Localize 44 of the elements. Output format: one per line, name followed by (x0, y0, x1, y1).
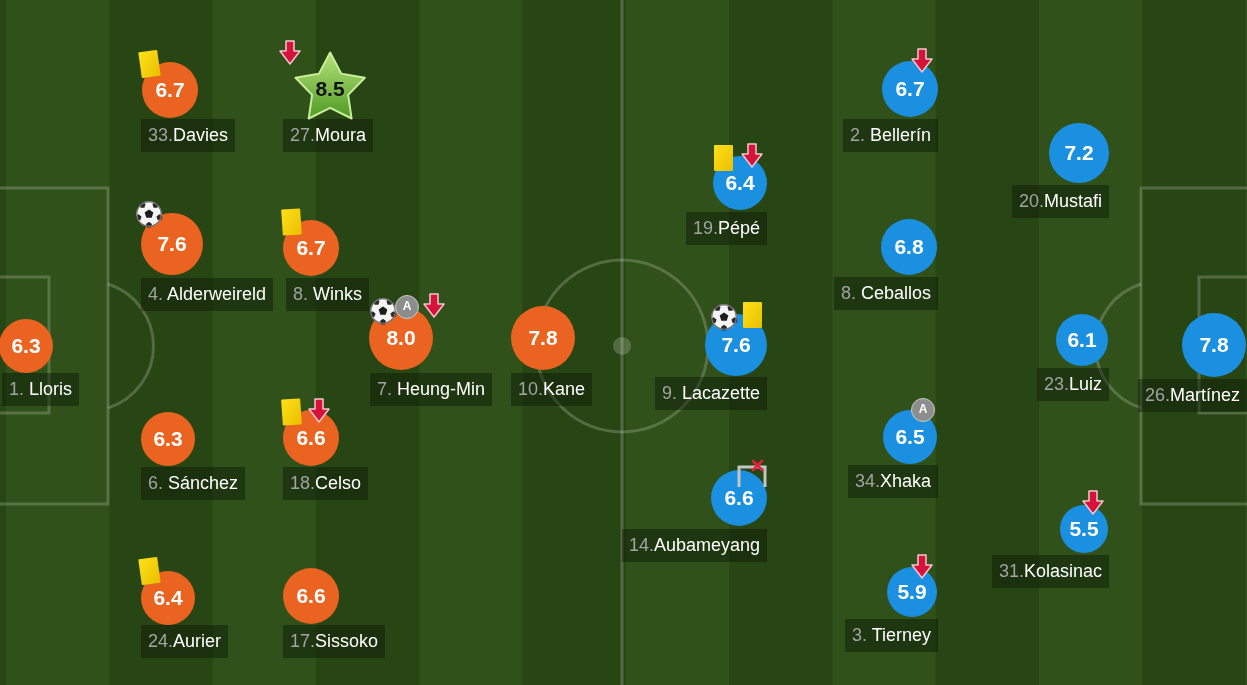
rating-value: 5.5 (1069, 517, 1099, 541)
rating-value: 6.6 (724, 486, 754, 510)
rating-value: 8.0 (386, 326, 416, 350)
rating-value: 6.6 (296, 584, 326, 608)
player-name-label: 8. Winks (286, 278, 369, 311)
player-name-label: 24.Aurier (141, 625, 229, 658)
player-name-label: 10.Kane (511, 373, 593, 406)
player-name-label: 27.Moura (283, 119, 374, 152)
player-name-label: 1. Lloris (2, 373, 80, 406)
player-name-label: 14.Aubameyang (621, 529, 767, 562)
rating-value: 6.3 (153, 427, 183, 451)
rating-value: 6.5 (895, 425, 925, 449)
player-name-label: 8. Ceballos (833, 277, 938, 310)
rating-value: 7.8 (528, 326, 558, 350)
player-name-label: 18.Celso (283, 467, 369, 500)
player-name-label: 17.Sissoko (283, 625, 386, 658)
player-name-label: 6. Sánchez (141, 467, 246, 500)
player-name-label: 34.Xhaka (847, 465, 938, 498)
rating-value: 7.6 (157, 232, 187, 256)
rating-value: 6.4 (725, 171, 755, 195)
player-name-label: 26.Martínez (1137, 379, 1247, 412)
player-name-label: 9. Lacazette (654, 377, 767, 410)
player-name-label: 31.Kolasinac (991, 555, 1109, 588)
player-name-label: 20.Mustafi (1011, 185, 1109, 218)
rating-value: 7.6 (721, 333, 751, 357)
rating-value: 8.5 (315, 77, 345, 101)
rating-value: 6.1 (1067, 328, 1097, 352)
rating-value: 6.7 (895, 77, 925, 101)
player-name-label: 4. Alderweireld (141, 278, 274, 311)
rating-value: 7.8 (1199, 333, 1229, 357)
rating-value: 5.9 (897, 580, 927, 604)
player-name-label: 7. Heung-Min (370, 373, 493, 406)
player-name-label: 19.Pépé (685, 212, 767, 245)
player-name-label: 3. Tierney (844, 619, 938, 652)
rating-value: 6.3 (11, 334, 41, 358)
player-name-label: 33.Davies (141, 119, 236, 152)
rating-value: 6.6 (296, 426, 326, 450)
rating-value: 6.7 (155, 78, 185, 102)
rating-value: 7.2 (1064, 141, 1094, 165)
rating-value: 6.8 (894, 235, 924, 259)
rating-value: 6.4 (153, 586, 183, 610)
player-name-label: 2. Bellerín (842, 119, 938, 152)
rating-value: 6.7 (296, 236, 326, 260)
player-name-label: 23.Luiz (1036, 368, 1109, 401)
